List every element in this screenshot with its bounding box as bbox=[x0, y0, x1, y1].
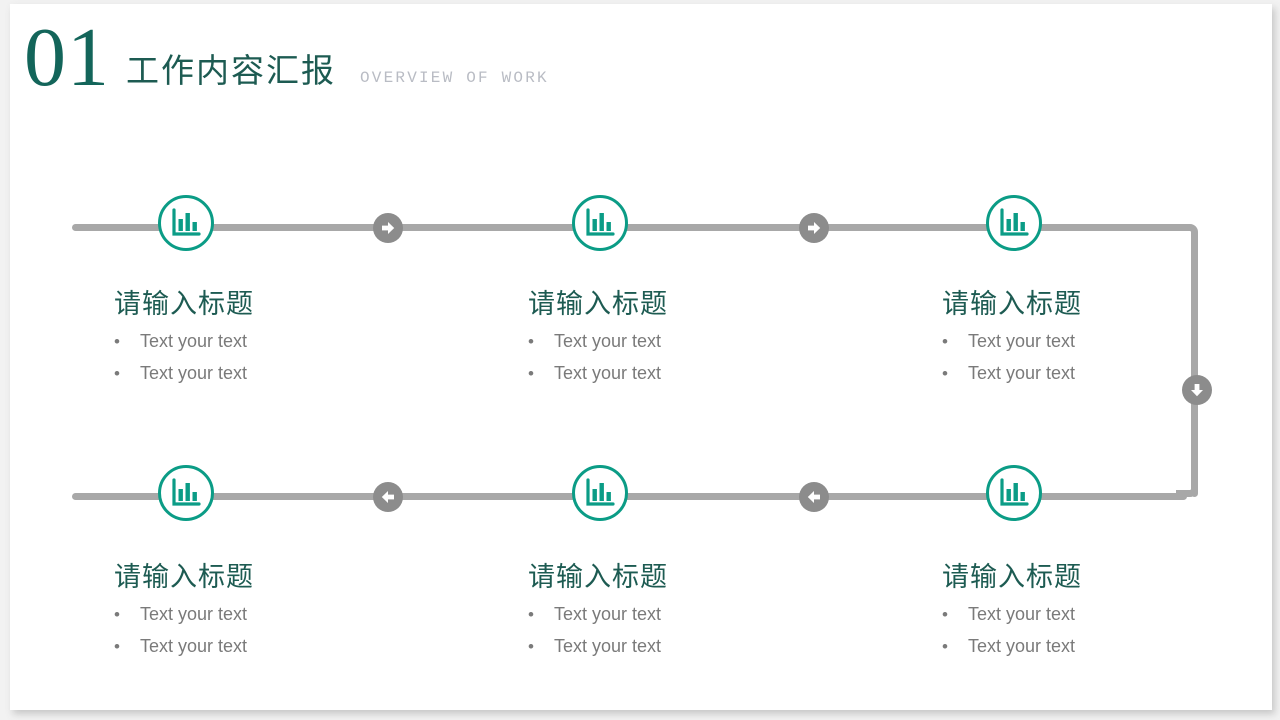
slide-canvas: 01 工作内容汇报 OVERVIEW OF WORK bbox=[10, 4, 1272, 710]
bar-chart-icon bbox=[584, 477, 616, 509]
bullet-marker: • bbox=[114, 605, 120, 624]
bullet-text: Text your text bbox=[968, 331, 1076, 351]
step-node-1[interactable] bbox=[158, 195, 214, 251]
step-text-block-3: 请输入标题 • Text your text • Text your text bbox=[942, 282, 1272, 395]
list-item: • Text your text bbox=[528, 604, 858, 625]
list-item: • Text your text bbox=[114, 363, 444, 384]
step-title: 请输入标题 bbox=[942, 289, 1082, 319]
step-title: 请输入标题 bbox=[528, 289, 668, 319]
bullet-marker: • bbox=[114, 364, 120, 383]
step-bullet-list: • Text your text • Text your text bbox=[528, 331, 858, 384]
arrow-left-icon-2 bbox=[799, 482, 829, 512]
bullet-marker: • bbox=[528, 637, 534, 656]
connector-corner-top-right bbox=[1176, 224, 1198, 246]
bullet-text: Text your text bbox=[554, 604, 662, 624]
bullet-text: Text your text bbox=[140, 363, 248, 383]
section-number: 01 bbox=[24, 11, 110, 104]
bullet-text: Text your text bbox=[554, 331, 662, 351]
list-item: • Text your text bbox=[114, 331, 444, 352]
bullet-marker: • bbox=[528, 332, 534, 351]
step-text-block-1: 请输入标题 • Text your text • Text your text bbox=[114, 282, 444, 395]
page-title: 工作内容汇报 bbox=[126, 53, 336, 90]
list-item: • Text your text bbox=[114, 604, 444, 625]
bar-chart-icon bbox=[170, 207, 202, 239]
step-node-5[interactable] bbox=[572, 465, 628, 521]
list-item: • Text your text bbox=[942, 363, 1272, 384]
page-subtitle: OVERVIEW OF WORK bbox=[360, 68, 549, 87]
step-text-block-5: 请输入标题 • Text your text • Text your text bbox=[528, 555, 858, 668]
step-node-3[interactable] bbox=[986, 195, 1042, 251]
page-header: 01 工作内容汇报 OVERVIEW OF WORK bbox=[24, 11, 549, 104]
bullet-marker: • bbox=[942, 332, 948, 351]
step-bullet-list: • Text your text • Text your text bbox=[942, 331, 1272, 384]
arrow-left-icon-1 bbox=[373, 482, 403, 512]
bullet-text: Text your text bbox=[554, 363, 662, 383]
connector-corner-bottom-right bbox=[1176, 475, 1198, 497]
connector-line-top bbox=[72, 224, 1187, 231]
step-bullet-list: • Text your text • Text your text bbox=[528, 604, 858, 657]
bullet-marker: • bbox=[942, 605, 948, 624]
step-node-2[interactable] bbox=[572, 195, 628, 251]
list-item: • Text your text bbox=[114, 636, 444, 657]
bullet-text: Text your text bbox=[968, 363, 1076, 383]
bar-chart-icon bbox=[998, 207, 1030, 239]
step-title: 请输入标题 bbox=[528, 562, 668, 592]
list-item: • Text your text bbox=[942, 604, 1272, 625]
connector-line-bottom bbox=[72, 493, 1187, 500]
bar-chart-icon bbox=[170, 477, 202, 509]
step-title: 请输入标题 bbox=[942, 562, 1082, 592]
step-text-block-2: 请输入标题 • Text your text • Text your text bbox=[528, 282, 858, 395]
bullet-marker: • bbox=[528, 605, 534, 624]
list-item: • Text your text bbox=[942, 636, 1272, 657]
bar-chart-icon bbox=[584, 207, 616, 239]
list-item: • Text your text bbox=[528, 636, 858, 657]
step-bullet-list: • Text your text • Text your text bbox=[942, 604, 1272, 657]
step-node-6[interactable] bbox=[986, 465, 1042, 521]
bar-chart-icon bbox=[998, 477, 1030, 509]
bullet-text: Text your text bbox=[140, 636, 248, 656]
step-bullet-list: • Text your text • Text your text bbox=[114, 604, 444, 657]
step-title: 请输入标题 bbox=[114, 562, 254, 592]
arrow-down-icon bbox=[1182, 375, 1212, 405]
arrow-right-icon-1 bbox=[373, 213, 403, 243]
bullet-text: Text your text bbox=[140, 604, 248, 624]
list-item: • Text your text bbox=[942, 331, 1272, 352]
step-bullet-list: • Text your text • Text your text bbox=[114, 331, 444, 384]
process-flow-diagram: 请输入标题 • Text your text • Text your text … bbox=[10, 4, 1272, 710]
list-item: • Text your text bbox=[528, 331, 858, 352]
bullet-text: Text your text bbox=[968, 604, 1076, 624]
bullet-marker: • bbox=[114, 637, 120, 656]
bullet-text: Text your text bbox=[554, 636, 662, 656]
bullet-marker: • bbox=[942, 364, 948, 383]
list-item: • Text your text bbox=[528, 363, 858, 384]
bullet-marker: • bbox=[528, 364, 534, 383]
step-text-block-4: 请输入标题 • Text your text • Text your text bbox=[114, 555, 444, 668]
connector-line-right bbox=[1191, 237, 1198, 497]
bullet-text: Text your text bbox=[968, 636, 1076, 656]
bullet-marker: • bbox=[114, 332, 120, 351]
bullet-text: Text your text bbox=[140, 331, 248, 351]
arrow-right-icon-2 bbox=[799, 213, 829, 243]
bullet-marker: • bbox=[942, 637, 948, 656]
step-title: 请输入标题 bbox=[114, 289, 254, 319]
step-node-4[interactable] bbox=[158, 465, 214, 521]
step-text-block-6: 请输入标题 • Text your text • Text your text bbox=[942, 555, 1272, 668]
